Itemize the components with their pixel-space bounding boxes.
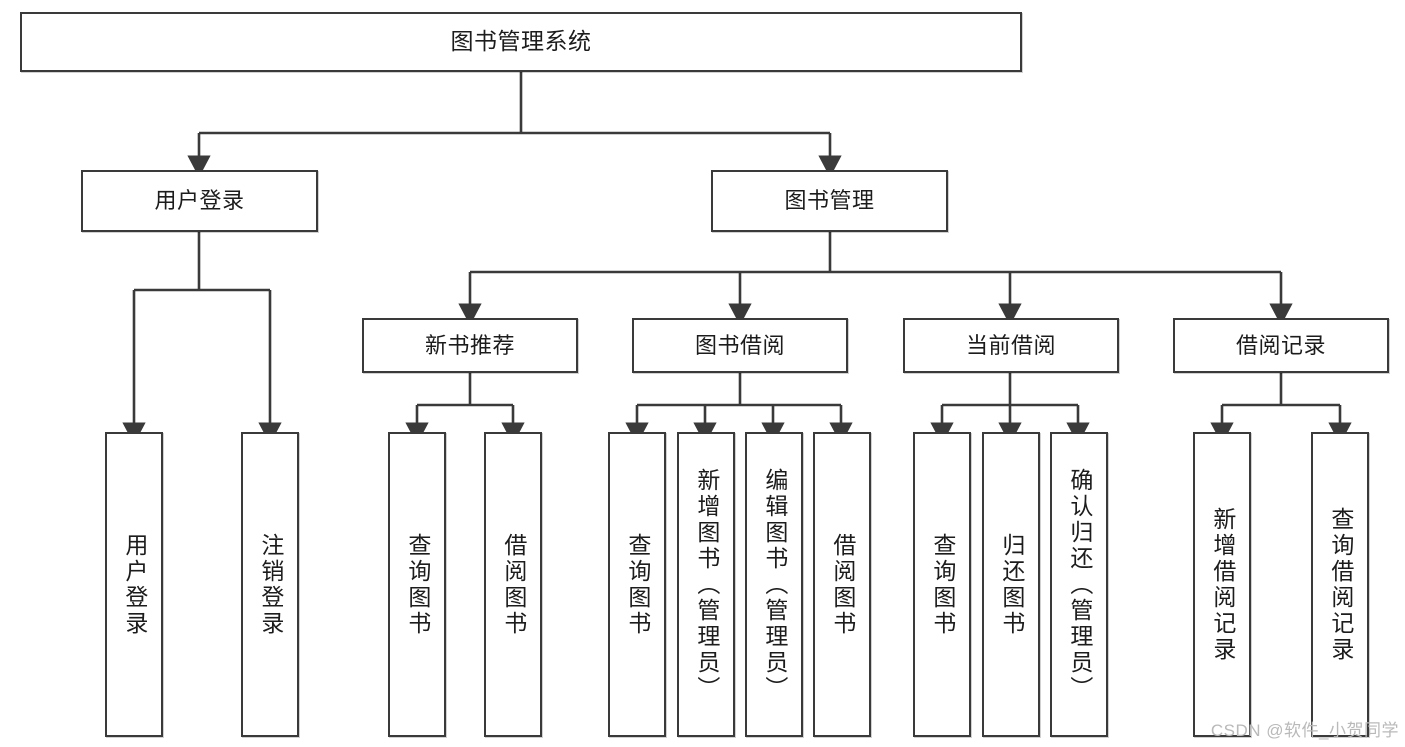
node-leaf-return-books[interactable]: 归还图书	[982, 432, 1040, 737]
node-borrow-records[interactable]: 借阅记录	[1173, 318, 1389, 373]
node-label: 新增图书（管理员）	[693, 467, 720, 702]
node-user-login[interactable]: 用户登录	[81, 170, 318, 232]
node-label: 查询借阅记录	[1327, 506, 1354, 663]
node-root-book-management-system[interactable]: 图书管理系统	[20, 12, 1022, 72]
node-leaf-borrow-books-recommend[interactable]: 借阅图书	[484, 432, 542, 737]
node-label: 借阅记录	[1235, 332, 1326, 358]
node-label: 归还图书	[998, 532, 1025, 637]
node-label: 编辑图书（管理员）	[761, 467, 788, 702]
node-label: 用户登录	[121, 532, 148, 637]
node-label: 当前借阅	[965, 332, 1056, 358]
node-label: 确认归还（管理员）	[1066, 467, 1093, 702]
node-label: 图书管理系统	[450, 28, 592, 55]
node-label: 借阅图书	[829, 532, 856, 637]
node-label: 查询图书	[624, 532, 651, 637]
node-label: 用户登录	[154, 188, 245, 214]
node-label: 新书推荐	[424, 332, 515, 358]
node-leaf-borrow-books[interactable]: 借阅图书	[813, 432, 871, 737]
node-new-book-recommend[interactable]: 新书推荐	[362, 318, 578, 373]
node-book-borrow[interactable]: 图书借阅	[632, 318, 848, 373]
node-label: 图书管理	[784, 188, 875, 214]
node-label: 图书借阅	[694, 332, 785, 358]
node-leaf-query-books-current[interactable]: 查询图书	[913, 432, 971, 737]
node-leaf-confirm-return-admin[interactable]: 确认归还（管理员）	[1050, 432, 1108, 737]
watermark: CSDN @软件_小贺同学	[1210, 721, 1399, 740]
node-leaf-query-books-recommend[interactable]: 查询图书	[388, 432, 446, 737]
node-label: 注销登录	[257, 532, 284, 637]
node-leaf-query-borrow-record[interactable]: 查询借阅记录	[1311, 432, 1369, 737]
node-leaf-logout[interactable]: 注销登录	[241, 432, 299, 737]
node-label: 查询图书	[404, 532, 431, 637]
node-label: 借阅图书	[500, 532, 527, 637]
node-leaf-query-books-borrow[interactable]: 查询图书	[608, 432, 666, 737]
node-leaf-edit-book-admin[interactable]: 编辑图书（管理员）	[745, 432, 803, 737]
node-label: 查询图书	[929, 532, 956, 637]
node-current-borrow[interactable]: 当前借阅	[903, 318, 1119, 373]
node-leaf-user-login[interactable]: 用户登录	[105, 432, 163, 737]
node-leaf-add-borrow-record[interactable]: 新增借阅记录	[1193, 432, 1251, 737]
node-book-management[interactable]: 图书管理	[711, 170, 948, 232]
node-leaf-add-book-admin[interactable]: 新增图书（管理员）	[677, 432, 735, 737]
node-label: 新增借阅记录	[1209, 506, 1236, 663]
